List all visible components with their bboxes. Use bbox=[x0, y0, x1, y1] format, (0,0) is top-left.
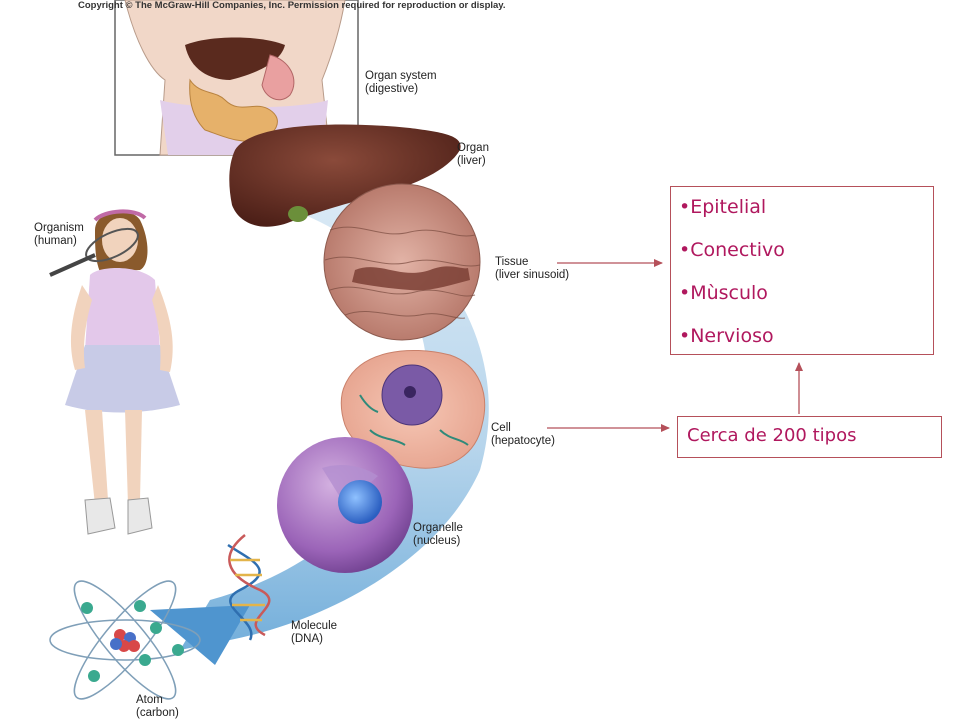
gallbladder bbox=[288, 206, 308, 222]
tissue-cells bbox=[324, 226, 481, 319]
dna-molecule bbox=[227, 534, 271, 641]
carbon-atom bbox=[49, 580, 201, 700]
tissue-type-item: •Mùsculo bbox=[679, 282, 768, 304]
sinusoid-gap bbox=[352, 266, 470, 291]
liver-organ bbox=[229, 124, 461, 227]
tissue-type-item: •Nervioso bbox=[679, 325, 774, 347]
label-organelle: Organelle (nucleus) bbox=[413, 522, 463, 547]
label-organ: Organ (liver) bbox=[457, 142, 489, 167]
tissue-type-item: •Epitelial bbox=[679, 196, 767, 218]
label-organ-system: Organ system (digestive) bbox=[365, 70, 437, 95]
tissue-types-box: •Epitelial •Conectivo •Mùsculo •Nervioso bbox=[670, 186, 934, 355]
label-tissue: Tissue (liver sinusoid) bbox=[495, 256, 570, 281]
human-figure bbox=[49, 209, 180, 535]
copyright-notice: Copyright © The McGraw-Hill Companies, I… bbox=[78, 0, 506, 11]
label-cell: Cell (hepatocyte) bbox=[491, 422, 555, 447]
cell-nucleolus bbox=[404, 386, 416, 398]
cell-types-box: Cerca de 200 tipos bbox=[677, 416, 942, 458]
label-organism: Organism (human) bbox=[34, 222, 84, 247]
cell-organelles bbox=[359, 394, 469, 446]
intestines bbox=[189, 78, 278, 142]
stomach bbox=[261, 54, 295, 101]
small-liver bbox=[185, 37, 285, 80]
tissue-type-item: •Conectivo bbox=[679, 239, 785, 261]
tissue-circle bbox=[323, 183, 481, 341]
organelle-core bbox=[338, 480, 382, 524]
label-molecule: Molecule (DNA) bbox=[291, 620, 338, 645]
hierarchy-arrow-head bbox=[150, 605, 250, 665]
label-atom: Atom (carbon) bbox=[136, 694, 179, 719]
